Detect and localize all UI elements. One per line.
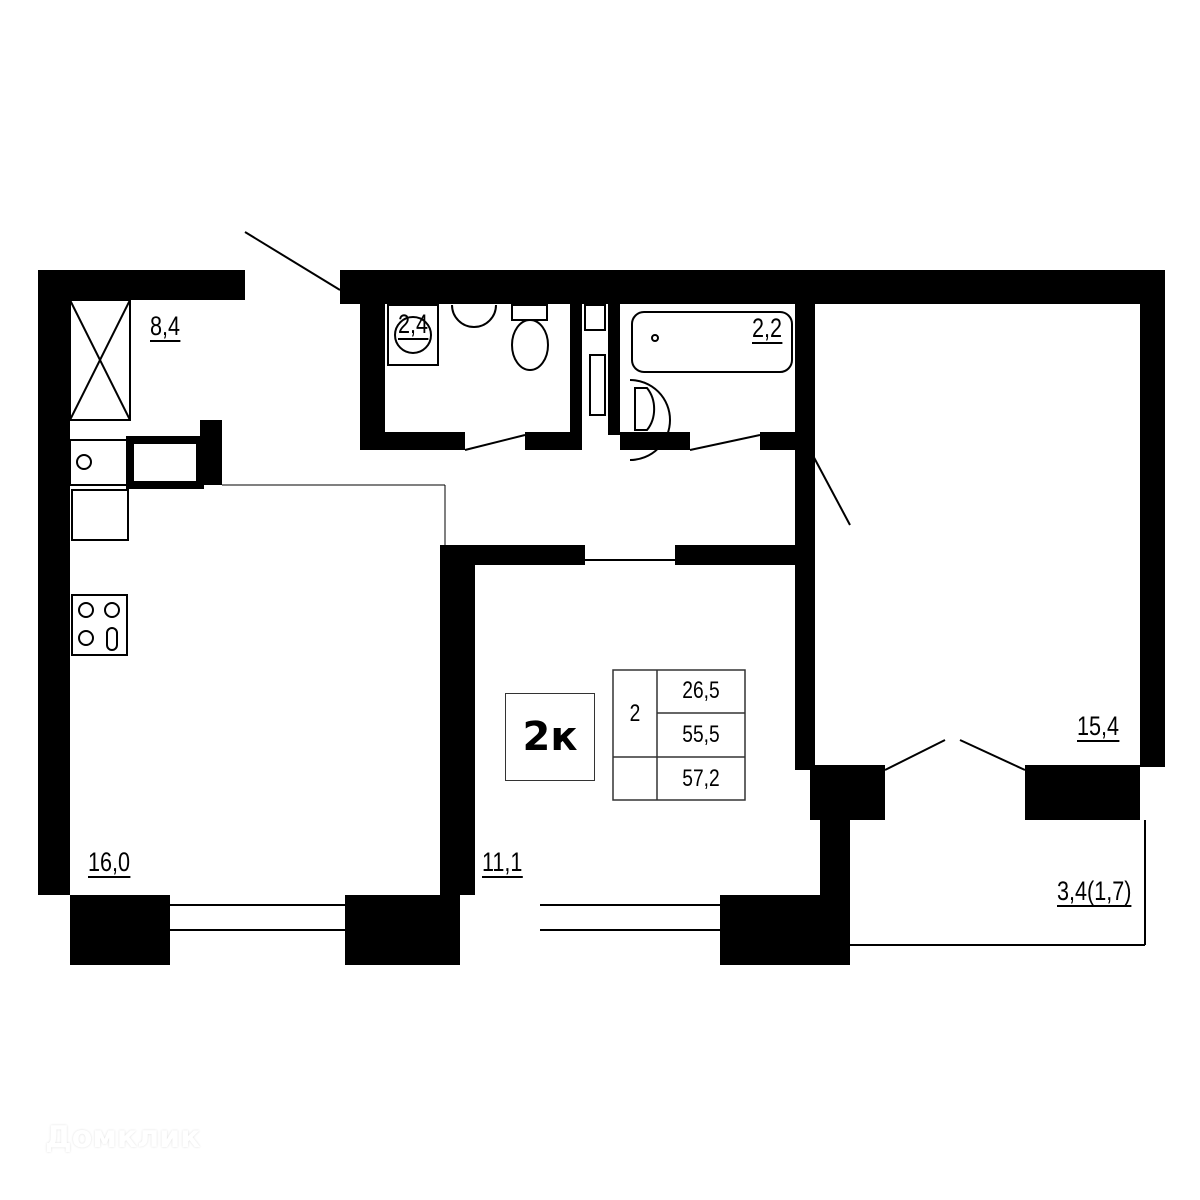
total-area: 55,5 [682, 721, 720, 748]
room-area-hall: 8,4 [150, 311, 181, 342]
room-area-bedroom-large: 15,4 [1077, 711, 1120, 742]
total-area-with-balcony: 57,2 [682, 765, 720, 792]
room-area-kitchen-living: 16,0 [88, 847, 131, 878]
watermark-logo: Домклик [45, 1120, 201, 1155]
rooms-count: 2 [629, 700, 641, 727]
fixtures [69, 231, 1146, 946]
living-area: 26,5 [682, 677, 720, 704]
room-area-bedroom-small: 11,1 [482, 847, 523, 878]
room-area-balcony: 3,4(1,7) [1057, 876, 1132, 907]
apartment-type-badge: 2к [505, 693, 595, 781]
room-area-toilet: 2,4 [398, 309, 429, 340]
room-area-bathroom: 2,2 [752, 313, 783, 344]
